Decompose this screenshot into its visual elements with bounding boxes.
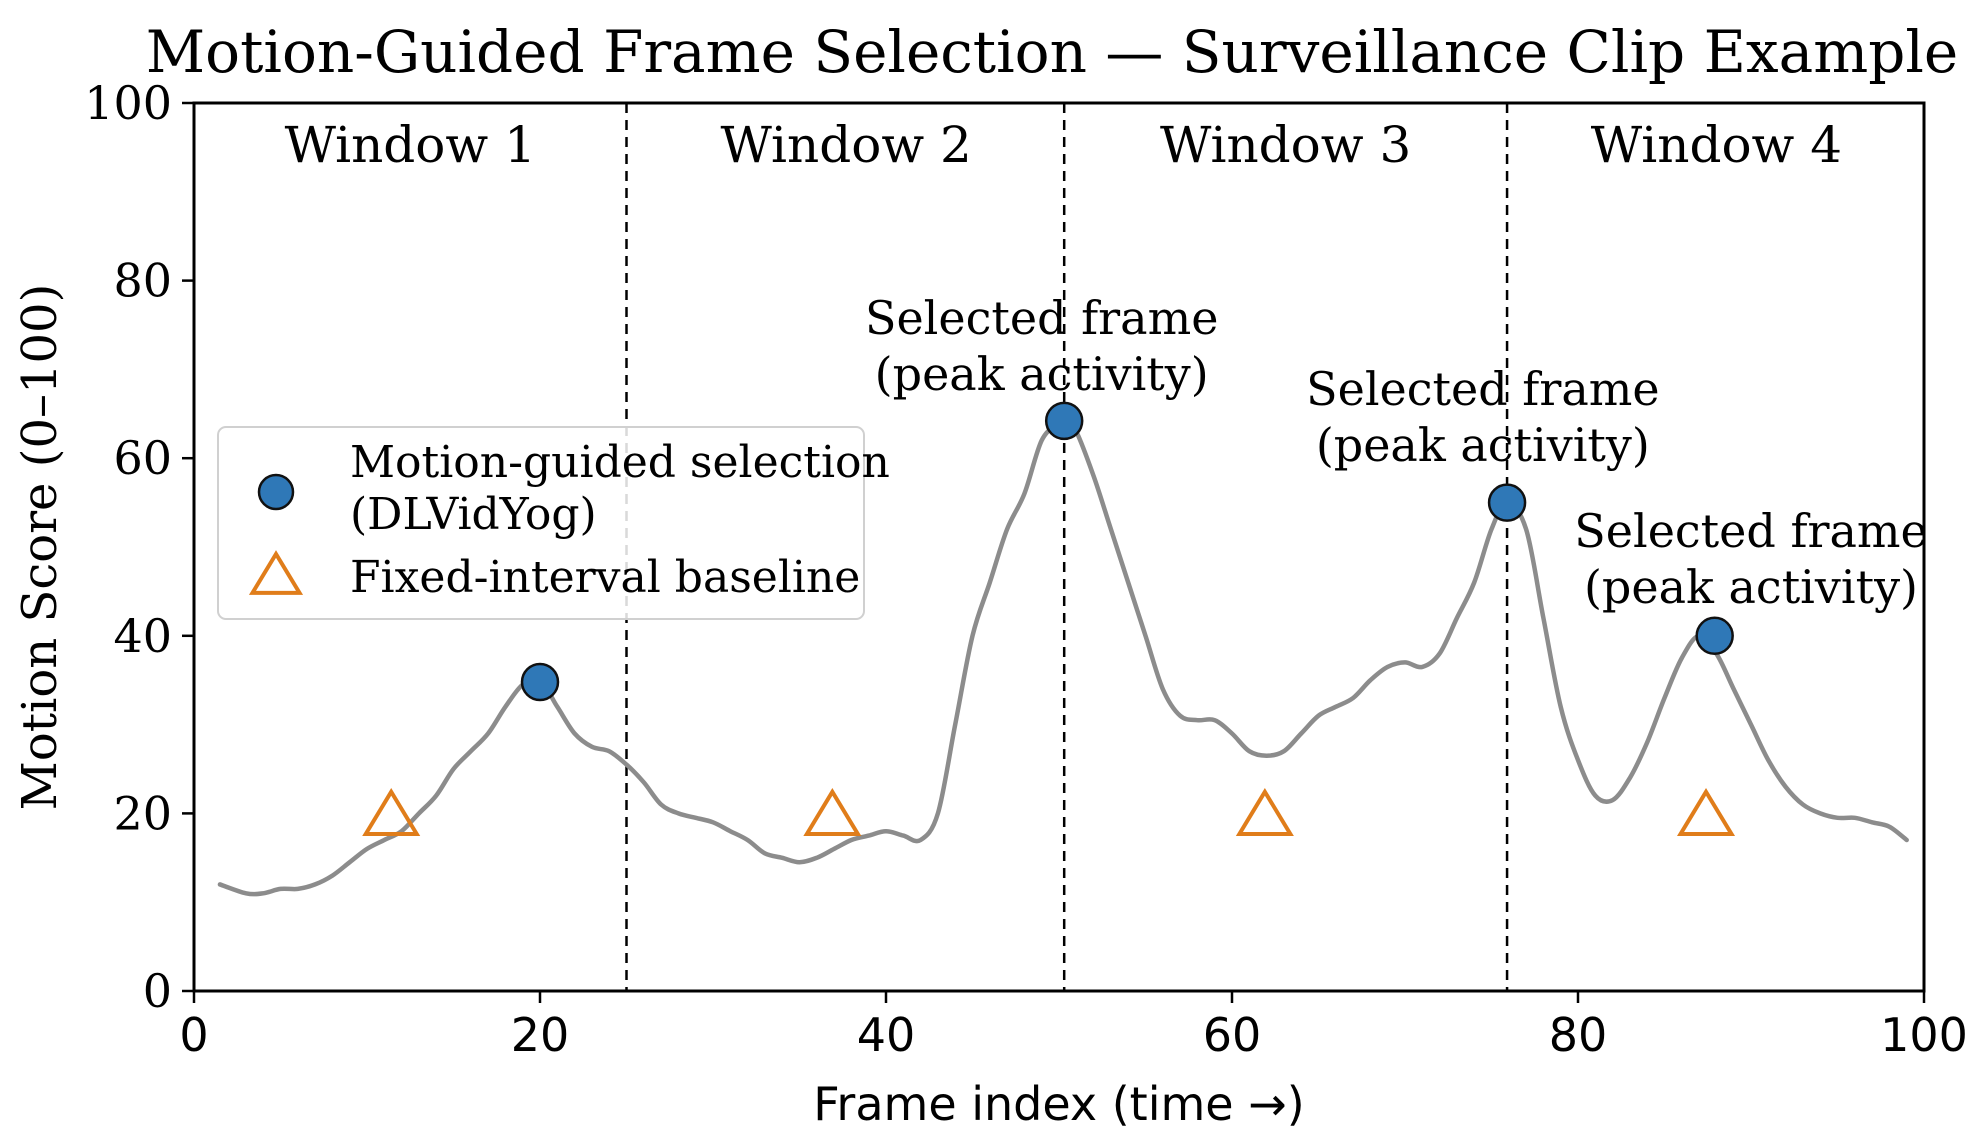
legend-box [217,426,865,620]
baseline-frame-marker-1 [362,787,421,836]
y-tick-label-4: 60 [113,431,172,485]
peak-annotation-2: Selected frame(peak activity) [1306,362,1660,472]
baseline-frame-marker-3 [1235,787,1294,836]
chart-title: Motion-Guided Frame Selection — Surveill… [146,18,1958,86]
window-label-4: Window 4 [1591,116,1842,174]
annotation-layer: Selected frame(peak activity) Selected fr… [865,291,1928,614]
y-tick-label-6: 100 [84,76,172,130]
legend-circle-marker [257,473,295,511]
selected-frame-marker-3 [1487,483,1527,522]
legend-triangle-marker [248,550,304,595]
axes-layer: 0 20 40 60 80 100 0 20 40 60 80 100 [84,76,1968,1062]
window-label-1: Window 1 [285,116,536,174]
x-tick-label-5: 80 [1549,1008,1608,1062]
peak-annotation-3: Selected frame(peak activity) [1574,504,1928,614]
y-tick-label-2: 20 [113,786,172,840]
legend-label-motion-guided: Motion-guided selection(DLVidYog) [350,437,890,540]
plot-area-frame [192,101,1926,993]
x-tick-label-6: 100 [1880,1008,1968,1062]
x-tick-label-3: 40 [857,1008,916,1062]
y-tick-label-1: 0 [143,964,172,1018]
window-label-3: Window 3 [1160,116,1411,174]
window-label-2: Window 2 [721,116,972,174]
selected-frame-marker-4 [1695,616,1734,656]
y-tick-label-5: 80 [113,254,172,308]
baseline-frame-marker-2 [803,787,862,836]
peak-annotation-1: Selected frame(peak activity) [865,291,1219,401]
baseline-frame-marker-4 [1676,787,1736,836]
x-tick-label-1: 0 [179,1008,208,1062]
marker-layer [362,401,1736,836]
selected-frame-marker-1 [520,662,560,702]
selected-frame-marker-2 [1044,401,1084,441]
legend-label-fixed-interval: Fixed-interval baseline [350,552,860,603]
y-axis-label: Motion Score (0–100) [12,284,68,811]
x-axis-label: Frame index (time →) [813,1077,1304,1131]
legend: Motion-guided selection(DLVidYog) Fixed-i… [217,426,890,620]
x-tick-label-4: 60 [1203,1008,1262,1062]
x-tick-label-2: 20 [511,1008,570,1062]
window-divider-layer: Window 1 Window 2 Window 3 Window 4 [285,103,1842,991]
y-tick-label-3: 40 [113,609,172,663]
